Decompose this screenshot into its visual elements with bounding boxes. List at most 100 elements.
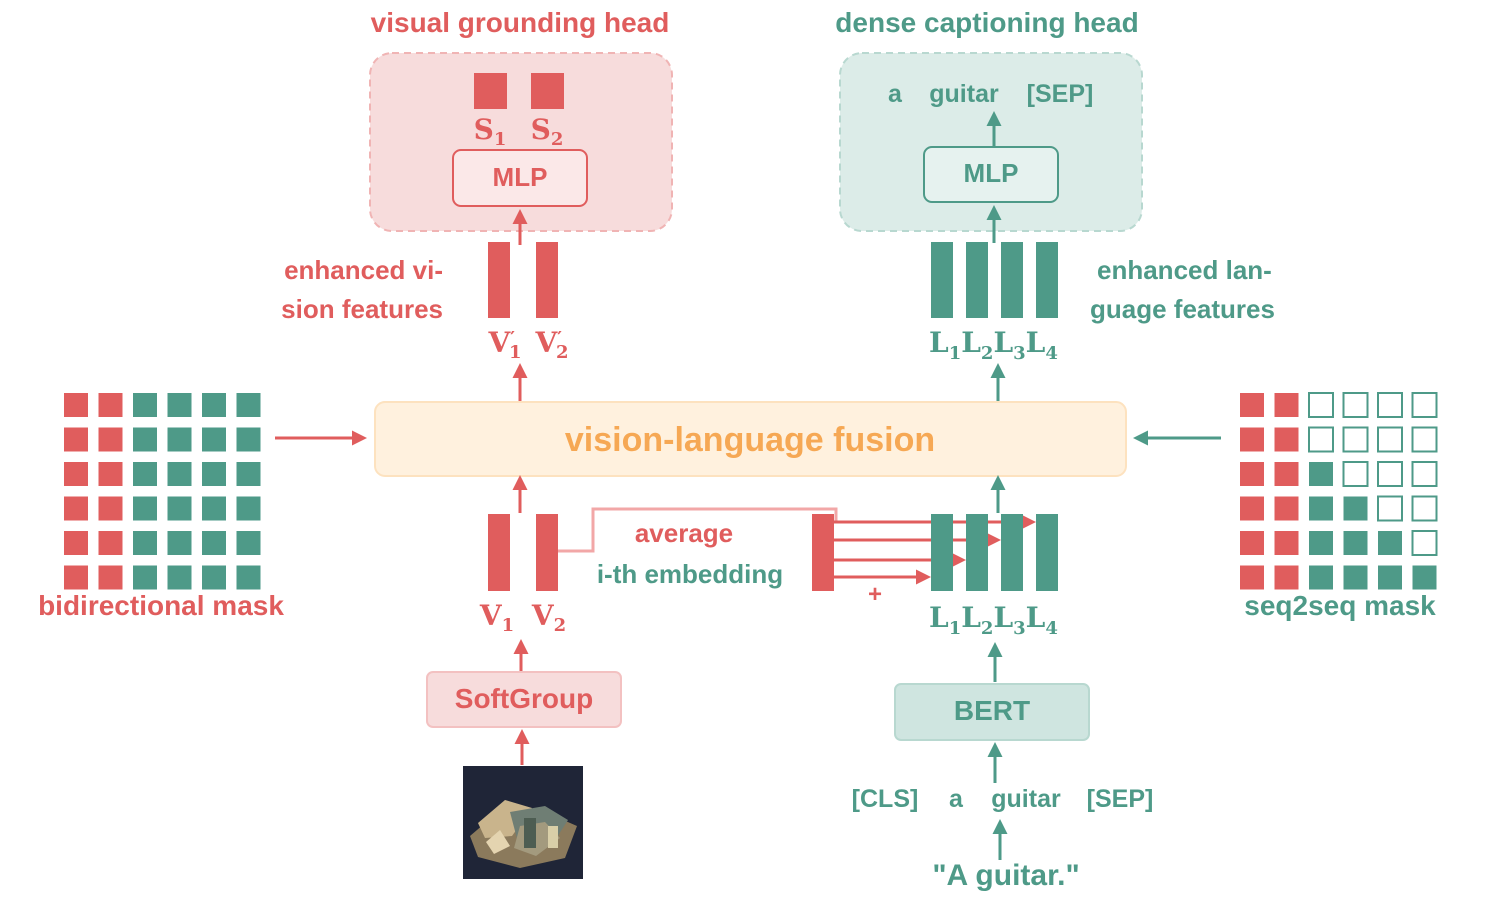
enhanced-vision-label-line2: sion features	[281, 294, 443, 324]
seq2seq-grid-cell	[1309, 531, 1333, 555]
enhanced-lang-label-line1: enhanced lan-	[1097, 255, 1272, 285]
seq2seq-grid-cell	[1240, 393, 1264, 417]
seq2seq-grid-cell	[1343, 531, 1368, 555]
point-cloud-scene-image	[463, 766, 583, 879]
seq2seq-grid-cell	[1309, 565, 1333, 590]
input-token-cls: [CLS]	[852, 785, 919, 813]
score-square-1	[474, 73, 507, 109]
caption-token-guitar: guitar	[929, 80, 999, 108]
seq2seq-grid-cell	[1411, 495, 1438, 522]
seq2seq-grid-cell	[1308, 426, 1334, 453]
dense-mlp-box	[923, 146, 1059, 203]
seq2seq-grid-cell	[1240, 427, 1264, 452]
visual-mlp-label: MLP	[493, 162, 548, 192]
vision-symbol-1: V1	[479, 599, 514, 636]
seq2seq-grid-cell	[1377, 495, 1403, 522]
seq2seq-grid-cell	[1378, 565, 1402, 590]
seq2seq-grid-cell	[1378, 531, 1402, 555]
bidirectional-grid-cell	[167, 531, 192, 555]
bidirectional-grid-cell	[236, 496, 261, 521]
vision-bar-2	[536, 514, 558, 591]
bidirectional-grid-cell	[202, 531, 226, 555]
bidirectional-grid-cell	[133, 496, 157, 521]
seq2seq-grid-cell	[1308, 392, 1334, 418]
bidirectional-grid-cell	[64, 496, 88, 521]
bidirectional-grid-cell	[167, 462, 192, 486]
seq2seq-grid-cell	[1377, 426, 1403, 453]
seq2seq-grid-cell	[1342, 461, 1369, 487]
dense-mlp-label: MLP	[964, 158, 1019, 188]
bidirectional-grid-cell	[202, 427, 226, 452]
visual-grounding-head-title: visual grounding head	[371, 7, 670, 38]
bidirectional-grid-cell	[98, 427, 123, 452]
ith-embedding-label: i-th embedding	[597, 559, 783, 589]
input-sentence: "A guitar."	[932, 859, 1079, 892]
plus-sign: +	[868, 581, 882, 608]
bidirectional-grid-cell	[133, 531, 157, 555]
seq2seq-grid-cell	[1412, 565, 1437, 590]
enhanced-lang-symbols: L1L2L3L4	[929, 326, 1058, 364]
input-token-a: a	[949, 785, 964, 813]
seq2seq-grid-cell	[1342, 426, 1369, 453]
bidirectional-grid-cell	[202, 393, 226, 417]
seq2seq-grid-cell	[1309, 462, 1333, 486]
enhanced-vision-bar-2	[536, 242, 558, 318]
bidirectional-grid-cell	[236, 462, 261, 486]
seq2seq-grid-cell	[1274, 393, 1299, 417]
vision-symbol-2: V2	[531, 599, 566, 636]
bidirectional-grid-cell	[98, 531, 123, 555]
seq2seq-grid-cell	[1343, 496, 1368, 521]
bidirectional-grid-cell	[167, 427, 192, 452]
bidirectional-grid-cell	[167, 565, 192, 590]
enhanced-vision-bar-1	[488, 242, 510, 318]
seq2seq-grid-cell	[1411, 392, 1438, 418]
seq2seq-mask-label: seq2seq mask	[1244, 590, 1436, 621]
bidirectional-grid-cell	[236, 565, 261, 590]
seq2seq-mask-grid	[1240, 392, 1438, 590]
bidirectional-grid-cell	[64, 462, 88, 486]
bidirectional-grid-cell	[98, 565, 123, 590]
language-bar-3	[1001, 514, 1023, 591]
enhanced-vision-symbol-1: V′1	[487, 326, 521, 363]
bidirectional-grid-cell	[202, 496, 226, 521]
bidirectional-grid-cell	[133, 393, 157, 417]
visual-mlp-box	[452, 149, 588, 207]
averaged-embedding-bar	[812, 514, 834, 591]
seq2seq-grid-cell	[1343, 565, 1368, 590]
language-bar-1	[931, 514, 953, 591]
bidirectional-grid-cell	[64, 565, 88, 590]
seq2seq-grid-cell	[1411, 426, 1438, 453]
bidirectional-grid-cell	[64, 531, 88, 555]
vision-language-fusion-box	[374, 401, 1127, 477]
seq2seq-grid-cell	[1274, 427, 1299, 452]
bidirectional-grid-cell	[133, 427, 157, 452]
seq2seq-grid-cell	[1274, 462, 1299, 486]
bidirectional-grid-cell	[133, 462, 157, 486]
language-symbols: L1L2L3L4	[929, 601, 1058, 639]
bidirectional-mask-grid	[64, 393, 261, 590]
bidirectional-grid-cell	[133, 565, 157, 590]
seq2seq-grid-cell	[1240, 565, 1264, 590]
bidirectional-grid-cell	[236, 393, 261, 417]
vision-language-fusion-label: vision-language fusion	[565, 421, 935, 459]
score-label-1: S1	[474, 113, 507, 150]
enhanced-vision-symbol-2: V′2	[534, 326, 568, 363]
seq2seq-grid-cell	[1411, 461, 1438, 487]
seq2seq-grid-cell	[1274, 531, 1299, 555]
input-token-guitar: guitar	[991, 785, 1061, 813]
bidirectional-grid-cell	[64, 393, 88, 417]
bert-box	[894, 683, 1090, 741]
bidirectional-grid-cell	[236, 427, 261, 452]
seq2seq-grid-cell	[1342, 392, 1369, 418]
caption-token-sep: [SEP]	[1027, 80, 1094, 108]
bidirectional-grid-cell	[98, 462, 123, 486]
dense-captioning-head-box	[839, 52, 1143, 232]
average-label: average	[635, 518, 733, 548]
dense-captioning-head-title: dense captioning head	[835, 7, 1138, 38]
bidirectional-grid-cell	[98, 393, 123, 417]
bidirectional-grid-cell	[202, 462, 226, 486]
seq2seq-grid-cell	[1411, 530, 1438, 556]
enhanced-lang-bar-4	[1036, 242, 1058, 318]
seq2seq-grid-cell	[1274, 565, 1299, 590]
